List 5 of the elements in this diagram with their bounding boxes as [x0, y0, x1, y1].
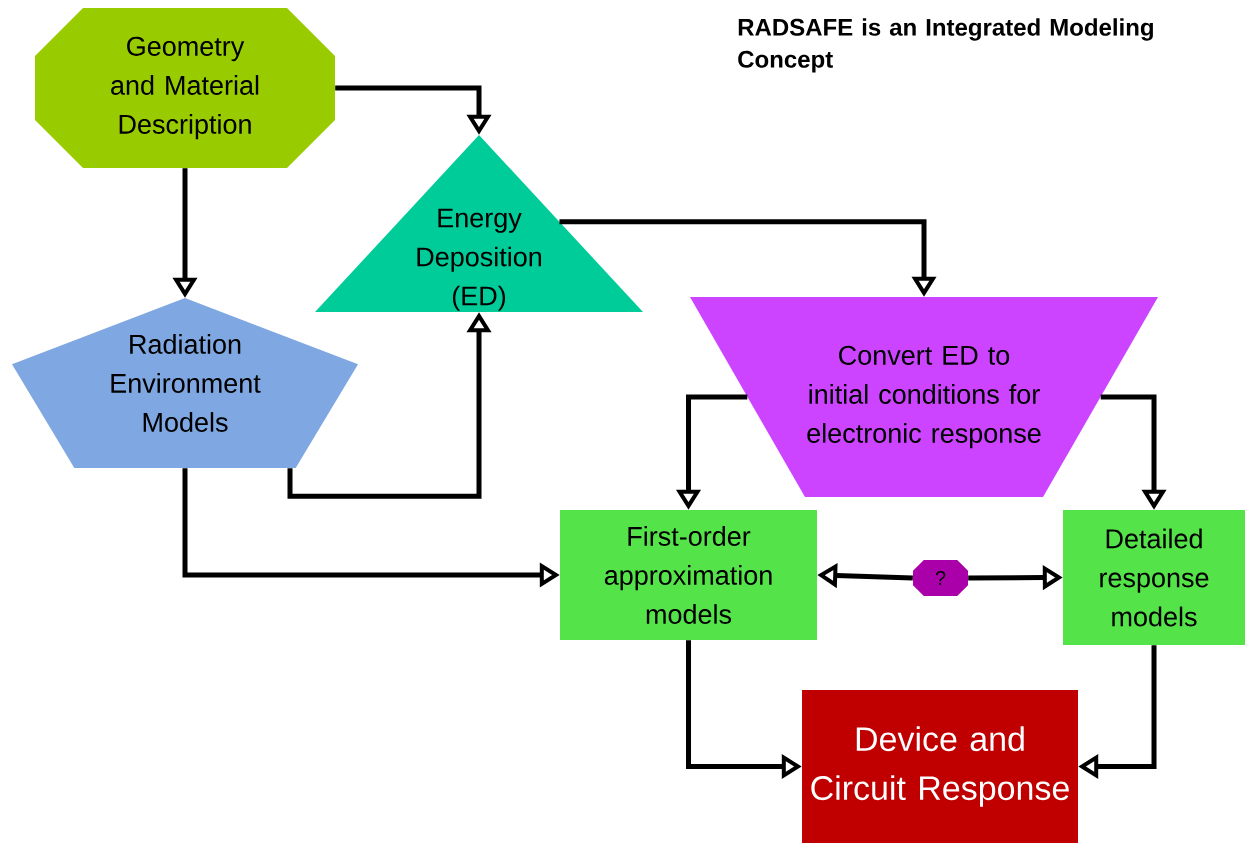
octagon-badge: ? — [913, 560, 968, 596]
process-box: Detailed response models — [1063, 510, 1245, 645]
output-box: Device and Circuit Response — [802, 690, 1078, 843]
title: RADSAFE is an Integrated Modeling Concept — [738, 18, 1153, 73]
process-box: First-order approximation models — [560, 510, 817, 640]
